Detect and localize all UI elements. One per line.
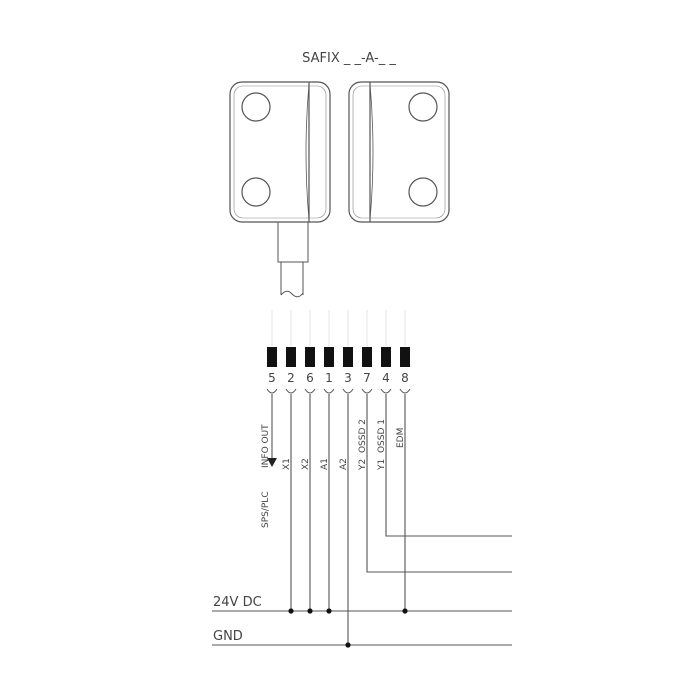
pin-number: 1 bbox=[325, 371, 333, 385]
actuator-right bbox=[348, 81, 450, 223]
label-gnd: GND bbox=[213, 629, 243, 644]
mount-hole-icon bbox=[408, 92, 438, 122]
mount-hole-icon bbox=[408, 177, 438, 207]
pin-number: 5 bbox=[268, 371, 276, 385]
label-24v-dc: 24V DC bbox=[213, 595, 262, 610]
product-title: SAFIX _ _-A-_ _ bbox=[302, 51, 396, 66]
mount-hole-icon bbox=[241, 92, 271, 122]
label-x1: X1 bbox=[282, 458, 292, 470]
pin-labels: INFO OUT SPS/PLC X1 X2 A1 A2 Y2 OSSD 2 Y… bbox=[261, 419, 406, 528]
pin-number: 2 bbox=[287, 371, 295, 385]
socket-icons bbox=[266, 388, 411, 394]
label-a2: A2 bbox=[339, 458, 349, 470]
pin-number: 3 bbox=[344, 371, 352, 385]
pin-number: 8 bbox=[401, 371, 409, 385]
wire-leads bbox=[271, 310, 406, 346]
label-y1-ossd1: Y1 OSSD 1 bbox=[377, 419, 387, 471]
mount-hole-icon bbox=[241, 177, 271, 207]
label-edm: EDM bbox=[396, 428, 406, 448]
pin-number: 4 bbox=[382, 371, 390, 385]
label-sps-plc: SPS/PLC bbox=[261, 491, 271, 528]
connector-pins bbox=[267, 347, 410, 367]
arrow-down-icon bbox=[267, 458, 277, 467]
pin-number: 7 bbox=[363, 371, 371, 385]
wires bbox=[212, 394, 512, 646]
label-a1: A1 bbox=[320, 458, 330, 470]
junction-dots bbox=[288, 608, 408, 648]
sensor-left bbox=[229, 81, 331, 223]
pin-numbers: 5 2 6 1 3 7 4 8 bbox=[268, 371, 409, 385]
label-y2-ossd2: Y2 OSSD 2 bbox=[358, 419, 368, 471]
label-x2: X2 bbox=[301, 458, 311, 470]
sensor-cable bbox=[277, 221, 309, 298]
label-info-out: INFO OUT bbox=[261, 424, 271, 468]
pin-number: 6 bbox=[306, 371, 314, 385]
